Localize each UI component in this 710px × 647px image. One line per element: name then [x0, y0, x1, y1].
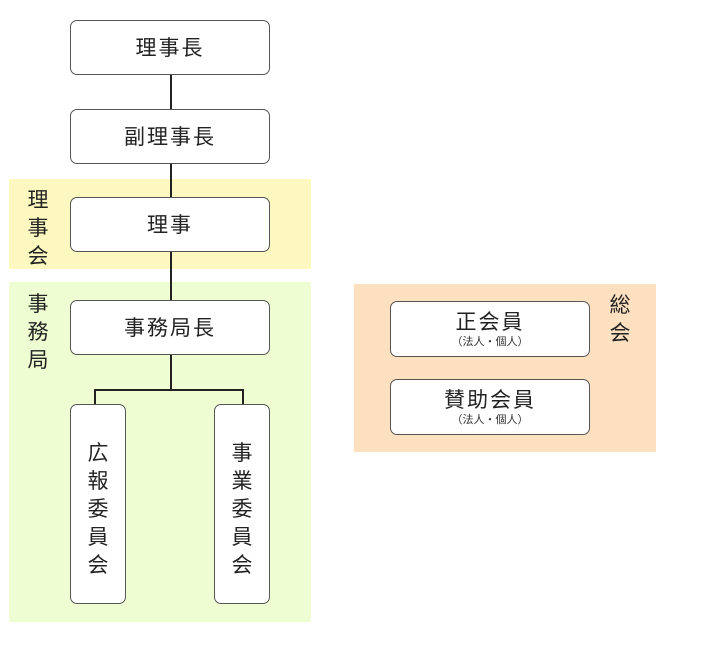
vice-chairman-label: 副理事長 — [124, 124, 216, 149]
connector-branch-left — [94, 389, 96, 404]
director-label: 理事 — [147, 212, 193, 237]
chairman-box: 理事長 — [70, 20, 270, 75]
general-assembly-label-char: 総会 — [607, 291, 633, 347]
vertical-text-char: 報 — [87, 469, 109, 493]
secretary-general-label: 事務局長 — [124, 315, 216, 340]
project-committee-box: 事業委員会 — [214, 404, 270, 604]
supporting-member-title: 賛助会員 — [444, 387, 536, 412]
board-label-char: 理事会 — [25, 186, 51, 270]
connector-secretary-branch — [170, 355, 172, 390]
vice-chairman-box: 副理事長 — [70, 109, 270, 164]
secretariat-label-char: 事務局 — [25, 290, 51, 374]
general-assembly-label: 総会 — [607, 291, 633, 347]
pr-committee-box: 広報委員会 — [70, 404, 126, 604]
supporting-member-box: 賛助会員 （法人・個人） — [390, 379, 590, 435]
vertical-text-char: 員 — [87, 525, 109, 549]
secretary-general-box: 事務局長 — [70, 300, 270, 355]
regular-member-note: （法人・個人） — [451, 334, 529, 348]
connector-branch-right — [242, 389, 244, 404]
vertical-text-char: 会 — [27, 244, 49, 268]
vertical-text-char: 会 — [609, 321, 631, 345]
vertical-text-char: 総 — [609, 293, 631, 317]
vertical-text-char: 事 — [231, 441, 253, 465]
connector-chairman-vice — [170, 75, 172, 109]
vertical-text-char: 事 — [27, 292, 49, 316]
vertical-text-char: 事 — [27, 216, 49, 240]
vertical-text-char: 会 — [231, 553, 253, 577]
vertical-text-char: 理 — [27, 188, 49, 212]
vertical-text-char: 員 — [231, 525, 253, 549]
vertical-text-char: 広 — [87, 441, 109, 465]
vertical-text-char: 業 — [231, 469, 253, 493]
vertical-text-char: 局 — [27, 348, 49, 372]
secretariat-label: 事務局 — [25, 290, 51, 374]
connector-director-secretary — [170, 252, 172, 300]
connector-vice-director — [170, 164, 172, 197]
regular-member-box: 正会員 （法人・個人） — [390, 301, 590, 357]
chairman-label: 理事長 — [135, 35, 205, 60]
connector-branch-horizontal — [94, 389, 244, 391]
vertical-text-char: 会 — [87, 553, 109, 577]
board-label: 理事会 — [25, 186, 51, 270]
supporting-member-note: （法人・個人） — [451, 412, 529, 426]
director-box: 理事 — [70, 197, 270, 252]
project-committee-label: 事業委員会 — [232, 439, 253, 579]
vertical-text-char: 務 — [27, 320, 49, 344]
pr-committee-label: 広報委員会 — [88, 439, 109, 579]
vertical-text-char: 委 — [231, 497, 253, 521]
vertical-text-char: 委 — [87, 497, 109, 521]
regular-member-title: 正会員 — [455, 309, 525, 334]
